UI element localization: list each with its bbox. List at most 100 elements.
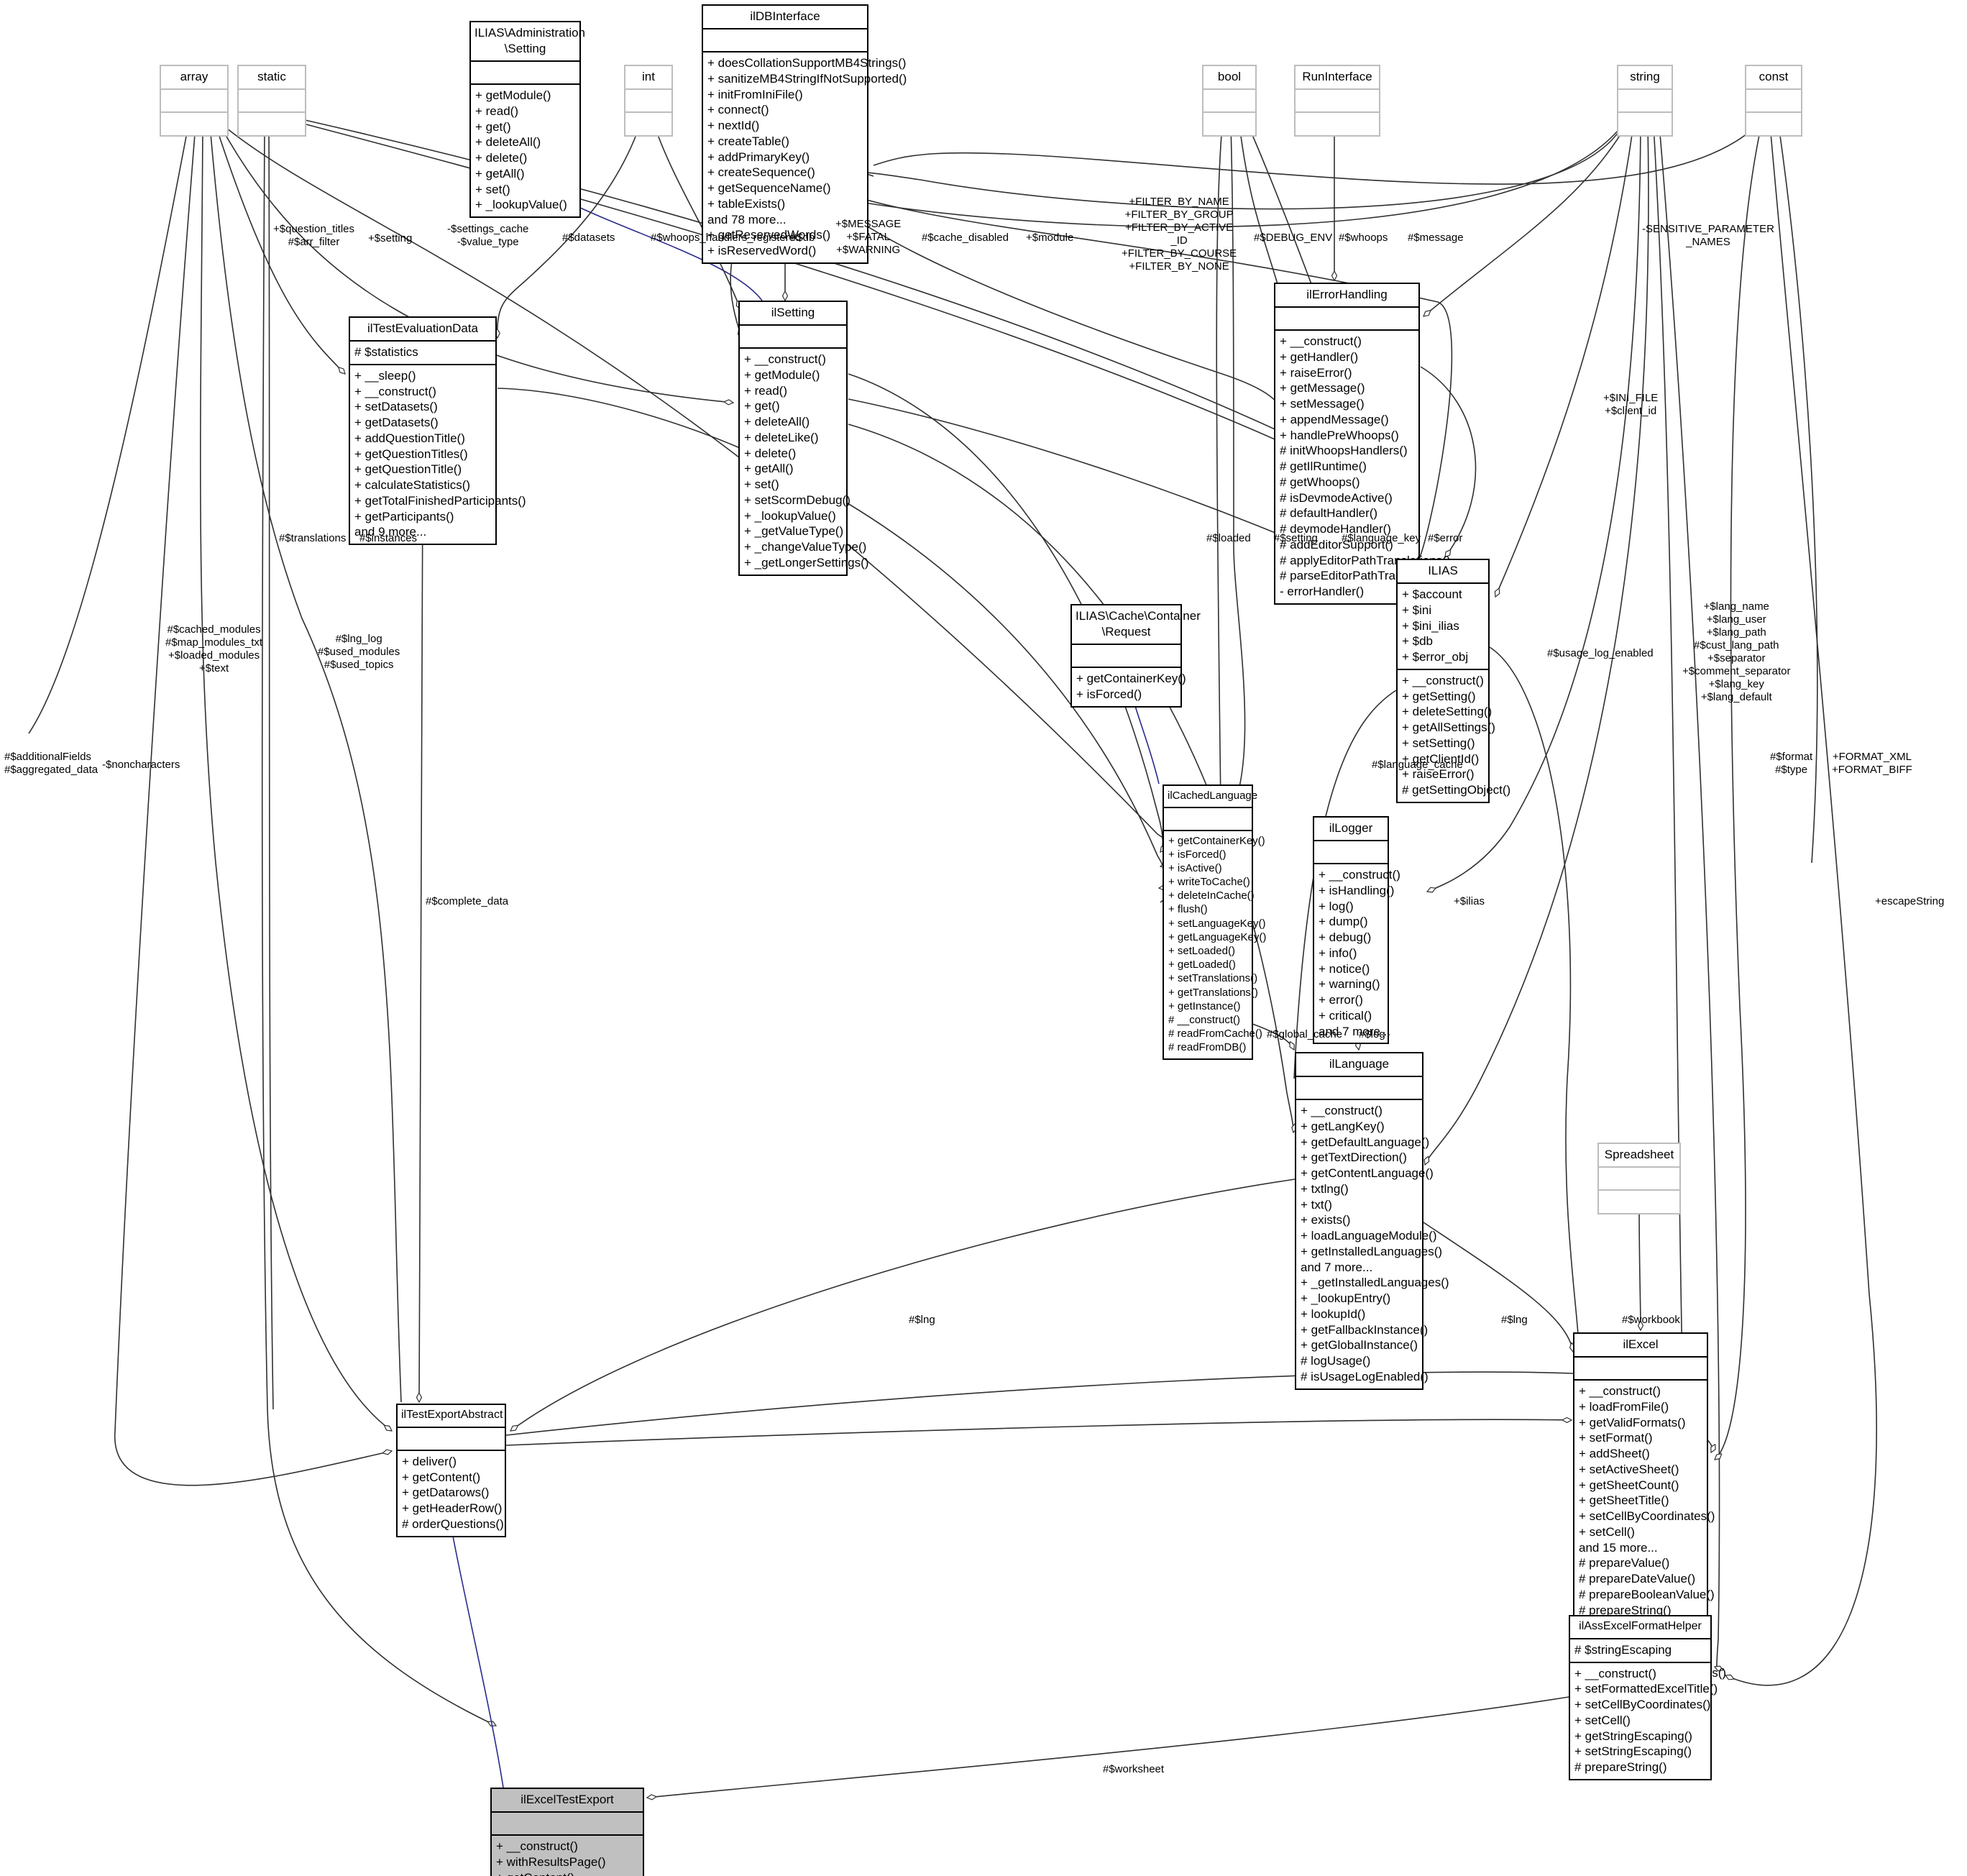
- operation-row: + __construct(): [1579, 1384, 1661, 1399]
- operation-row: + withResultsPage(): [496, 1854, 606, 1869]
- class-box-illanguage[interactable]: ilLanguage + __construct() + getLangKey(…: [1295, 1052, 1449, 1390]
- operation-row: + getLoaded(): [1168, 958, 1236, 971]
- class-operations: [239, 111, 305, 135]
- operation-row: + log(): [1319, 899, 1354, 913]
- edge-label-lng: #$lng: [909, 1314, 935, 1326]
- operation-row: + getAllSettings(): [1402, 720, 1495, 735]
- class-title: ILIAS\Cache\Container \Request: [1076, 609, 1201, 639]
- class-title: static: [257, 70, 286, 83]
- class-box-ilerrorhandling[interactable]: ilErrorHandling + __construct() + getHan…: [1274, 283, 1451, 605]
- edge-label-complete-data: #$complete_data: [426, 895, 509, 907]
- operation-row: + addPrimaryKey(): [707, 150, 810, 164]
- operation-row: + doesCollationSupportMB4Strings(): [707, 56, 907, 70]
- edge-label-workbook: #$workbook: [1622, 1314, 1680, 1326]
- edge-label-log: #$log: [1359, 1028, 1385, 1040]
- class-box-array[interactable]: array: [160, 65, 229, 137]
- operation-row: + txtlng(): [1301, 1181, 1349, 1196]
- operation-row: + _lookupEntry(): [1301, 1291, 1391, 1306]
- operation-row: and 7 more...: [1301, 1260, 1373, 1274]
- class-title: ilExcel: [1623, 1337, 1659, 1351]
- class-title: const: [1759, 70, 1789, 83]
- operation-row: + error(): [1319, 993, 1363, 1007]
- class-box-string[interactable]: string: [1617, 65, 1673, 137]
- class-attributes: [492, 1811, 643, 1834]
- edge-label-message: #$message: [1408, 232, 1464, 244]
- operation-row: + lookupId(): [1301, 1307, 1366, 1321]
- edge-label-usage-log-enabled: #$usage_log_enabled: [1547, 647, 1654, 659]
- class-attributes: [1599, 1166, 1679, 1189]
- operation-row: + __sleep(): [354, 368, 416, 383]
- operation-row: + getContent(): [496, 1870, 638, 1876]
- operation-row: + _lookupValue(): [744, 508, 836, 523]
- operation-row: + setActiveSheet(): [1579, 1462, 1679, 1476]
- class-box-ilias-administration-setting[interactable]: ILIAS\Administration \Setting + getModul…: [469, 21, 585, 219]
- operation-row: # getIlRuntime(): [1280, 459, 1367, 474]
- operation-row: + tableExists(): [707, 196, 786, 211]
- operation-row: + _getInstalledLanguages(): [1301, 1276, 1449, 1290]
- operation-row: + loadLanguageModule(): [1301, 1229, 1437, 1243]
- class-operations: + deliver() + getContent() + getDatarows…: [398, 1449, 505, 1536]
- class-box-iltestevaluationdata[interactable]: ilTestEvaluationData # $statistics + __s…: [349, 316, 526, 546]
- operation-row: + setFormattedExcelTitle(): [1574, 1682, 1718, 1696]
- class-operations: + getContainerKey() + isForced() + isAct…: [1164, 829, 1266, 1058]
- class-box-static[interactable]: static: [237, 65, 306, 137]
- class-box-int[interactable]: int: [624, 65, 673, 137]
- class-title: ilAssExcelFormatHelper: [1579, 1620, 1702, 1632]
- class-box-ilias-cache-container-request[interactable]: ILIAS\Cache\Container \Request + getCont…: [1070, 604, 1201, 708]
- operation-row: + notice(): [1319, 961, 1370, 976]
- operation-row: # prepareString(): [1579, 1603, 1672, 1617]
- operation-row: + appendMessage(): [1280, 412, 1389, 426]
- operation-row: + addSheet(): [1579, 1447, 1650, 1461]
- class-title: ilLanguage: [1329, 1057, 1390, 1071]
- edge-label-whoops-handlers-registered: #$whoops_handlers_registered: [651, 232, 802, 244]
- edge-label-language-cache: #$language_cache: [1372, 759, 1463, 771]
- operation-row: + setLanguageKey(): [1168, 917, 1266, 930]
- edge-label-worksheet: #$worksheet: [1103, 1763, 1165, 1775]
- operation-row: + deleteAll(): [475, 135, 541, 150]
- operation-row: + __construct(): [1574, 1666, 1656, 1680]
- edge-label-lng-2: #$lng: [1501, 1314, 1528, 1326]
- operation-row: - errorHandler(): [1280, 585, 1365, 599]
- operation-row: + read(): [744, 383, 787, 398]
- operation-row: + deleteSetting(): [1402, 705, 1493, 719]
- edge-label-noncharacters: -$noncharacters: [102, 759, 180, 771]
- class-box-ilsetting[interactable]: ilSetting + __construct() + getModule() …: [738, 301, 869, 576]
- class-box-illogger[interactable]: ilLogger + __construct() + isHandling() …: [1313, 816, 1400, 1045]
- operation-row: + getTextDirection(): [1301, 1150, 1407, 1165]
- edge-label-debug-env: #$DEBUG_ENV: [1254, 232, 1333, 244]
- operation-row: + __construct(): [496, 1839, 578, 1854]
- operation-row: + getHandler(): [1280, 349, 1359, 364]
- class-box-ilcachedlanguage[interactable]: ilCachedLanguage + getContainerKey() + i…: [1163, 784, 1266, 1060]
- operation-row: + deliver(): [402, 1454, 457, 1468]
- operation-row: + getFallbackInstance(): [1301, 1322, 1429, 1337]
- operation-row: + getInstance(): [1168, 999, 1241, 1012]
- class-box-runinterface[interactable]: RunInterface: [1294, 65, 1380, 137]
- operation-row: + createTable(): [707, 134, 789, 148]
- class-box-bool[interactable]: bool: [1202, 65, 1257, 137]
- class-box-ilassexcelformathelper[interactable]: ilAssExcelFormatHelper # $stringEscaping…: [1569, 1615, 1718, 1780]
- class-attributes: [703, 28, 867, 51]
- class-box-const[interactable]: const: [1745, 65, 1802, 137]
- operation-row: + dump(): [1319, 915, 1368, 929]
- class-operations: + getContainerKey() + isForced(): [1072, 667, 1186, 706]
- operation-row: + getAll(): [475, 166, 525, 180]
- operation-row: + flush(): [1168, 903, 1208, 916]
- operation-row: + set(): [744, 477, 779, 492]
- edge-label-datasets: #$datasets: [562, 232, 615, 244]
- edge-label-loaded: #$loaded: [1206, 532, 1251, 544]
- class-box-iltestexportabstract[interactable]: ilTestExportAbstract + deliver() + getCo…: [396, 1404, 506, 1537]
- edge-label-translations: #$translations: [279, 532, 347, 544]
- class-box-ilexceltestexport[interactable]: ilExcelTestExport + __construct() + with…: [490, 1788, 644, 1876]
- operation-row: # orderQuestions(): [402, 1516, 504, 1531]
- operation-row: + getContainerKey(): [1076, 672, 1186, 686]
- operation-row: + getSetting(): [1402, 689, 1476, 703]
- operation-row: # parseEditorPathTranslation(): [1280, 569, 1446, 583]
- attribute-row: + $ini: [1402, 603, 1432, 617]
- class-attributes: [1203, 88, 1255, 111]
- operation-row: + getParticipants(): [354, 509, 454, 523]
- operation-row: + getQuestionTitle(): [354, 462, 462, 477]
- operation-row: + _getLongerSettings(): [744, 555, 869, 569]
- operation-row: + setFormat(): [1579, 1431, 1653, 1445]
- class-box-spreadsheet[interactable]: Spreadsheet: [1597, 1143, 1681, 1215]
